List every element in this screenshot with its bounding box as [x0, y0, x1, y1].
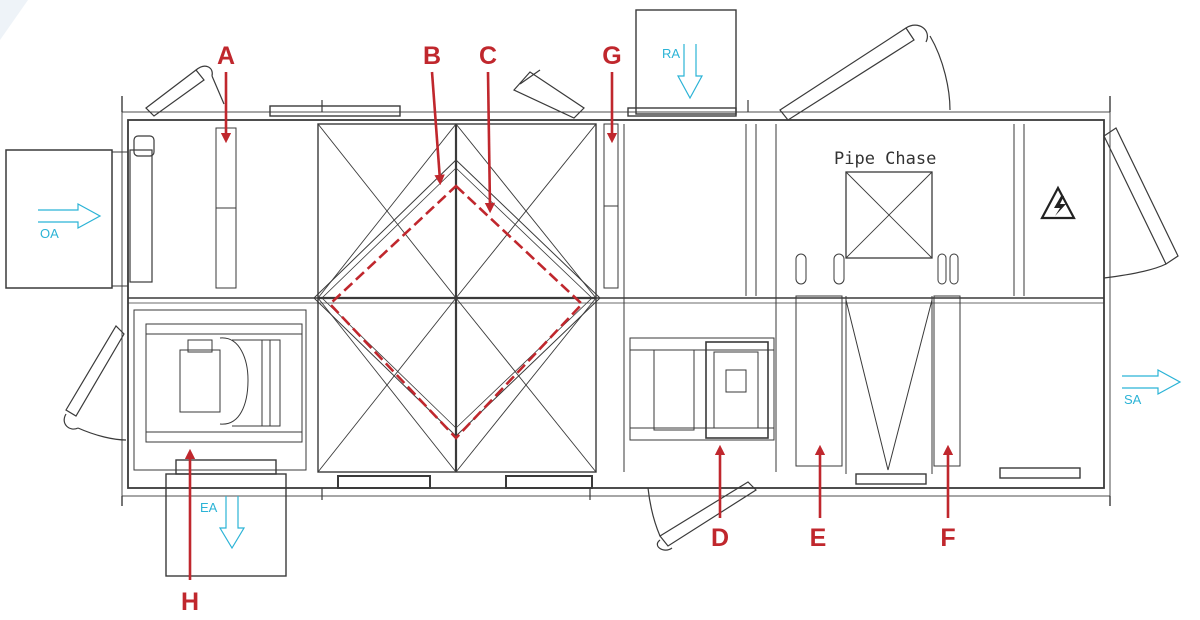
callout-f: F	[940, 524, 955, 552]
pipe-chase-label: Pipe Chase	[834, 149, 936, 169]
callout-a: A	[217, 42, 235, 70]
callout-c: C	[479, 42, 497, 70]
callout-b: B	[423, 42, 441, 70]
outside-air-hood	[5, 135, 155, 289]
callout-arrows	[184, 71, 954, 580]
exhaust-air-duct	[165, 459, 287, 577]
ra-flow-arrow	[676, 44, 704, 100]
callout-e: E	[810, 524, 827, 552]
sa-flow-arrow	[1122, 368, 1182, 396]
oa-flow-arrow	[38, 202, 102, 230]
access-doors	[63, 24, 1179, 551]
heat-exchanger	[313, 123, 601, 473]
sa-label: SA	[1124, 392, 1142, 407]
filter-section-g	[603, 123, 619, 289]
callout-h: H	[181, 588, 199, 616]
callout-g: G	[602, 42, 621, 70]
top-access-panels	[269, 105, 1081, 489]
pipe-chase-box	[845, 171, 933, 259]
section-dividers	[623, 124, 1025, 472]
coil-section-f	[933, 253, 961, 467]
final-filter	[845, 296, 933, 474]
oa-label: OA	[40, 226, 59, 241]
coil-section-e	[795, 253, 845, 467]
filter-section-a	[215, 127, 237, 289]
ea-flow-arrow	[218, 496, 246, 550]
unit-casing	[121, 96, 1111, 506]
fan-section-left	[133, 309, 307, 471]
bypass-damper-highlight	[328, 184, 584, 440]
ea-label: EA	[200, 500, 218, 515]
corner-decoration	[0, 0, 28, 40]
ra-label: RA	[662, 46, 680, 61]
supply-fan-d	[629, 337, 775, 441]
callout-d: D	[711, 524, 729, 552]
return-air-duct	[635, 9, 737, 115]
warning-triangle-icon	[1040, 185, 1076, 220]
